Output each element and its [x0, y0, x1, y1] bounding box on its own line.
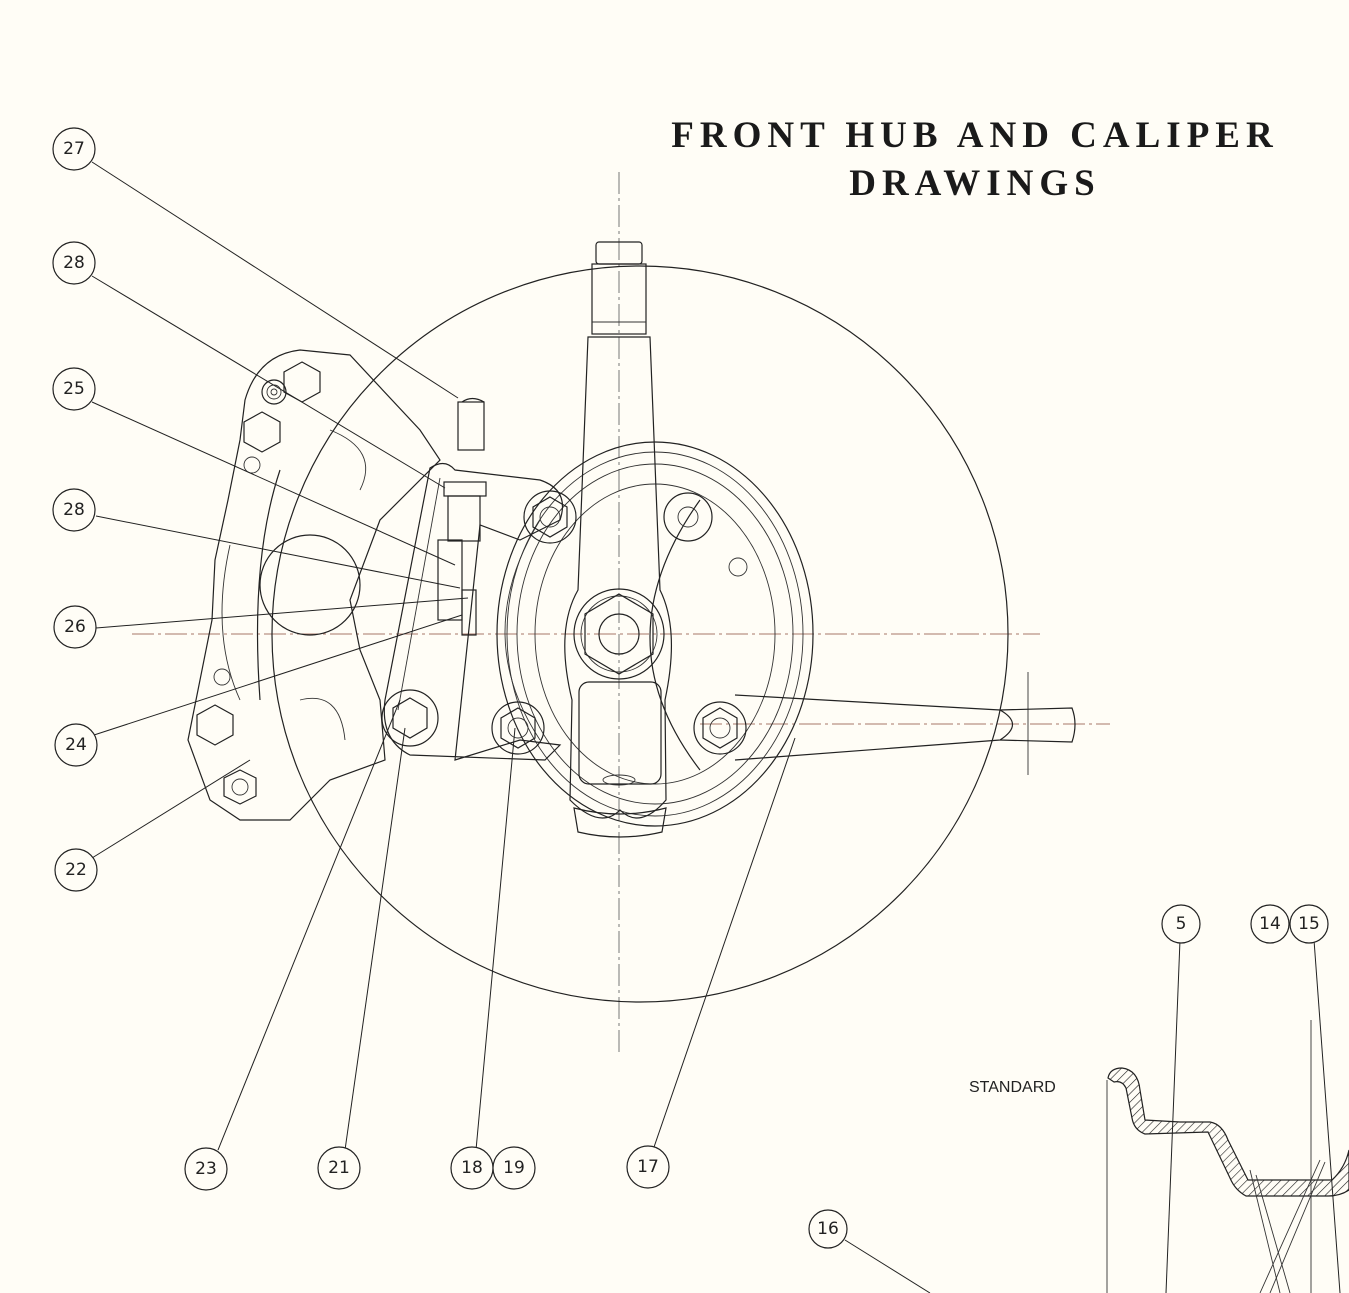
- callout-5: 5: [1161, 904, 1201, 944]
- svg-text:5: 5: [1176, 914, 1187, 934]
- caliper-body: [187, 349, 441, 821]
- svg-text:28: 28: [63, 253, 85, 273]
- svg-text:19: 19: [503, 1158, 525, 1178]
- callout-28: 28: [52, 241, 96, 285]
- callout-23: 23: [184, 1147, 228, 1191]
- svg-text:27: 27: [63, 139, 85, 159]
- callout-19: 19: [492, 1146, 536, 1190]
- title-line-1: FRONT HUB AND CALIPER: [671, 115, 1279, 156]
- svg-text:14: 14: [1259, 914, 1281, 934]
- svg-text:16: 16: [817, 1219, 839, 1239]
- svg-text:18: 18: [461, 1158, 483, 1178]
- svg-text:22: 22: [65, 860, 87, 880]
- brake-disc: [271, 265, 1009, 1003]
- svg-text:17: 17: [637, 1157, 659, 1177]
- callout-14: 14: [1250, 904, 1290, 944]
- callout-28-lower: 28: [52, 488, 96, 532]
- svg-text:25: 25: [63, 379, 85, 399]
- title-line-2: DRAWINGS: [849, 163, 1101, 204]
- hub-nuts: [491, 490, 747, 755]
- callout-18: 18: [450, 1146, 494, 1190]
- svg-text:24: 24: [65, 735, 87, 755]
- svg-text:21: 21: [328, 1158, 350, 1178]
- callout-26: 26: [53, 605, 97, 649]
- stub-axle: [564, 241, 673, 838]
- section-label-standard: STANDARD: [969, 1079, 1056, 1096]
- callout-17: 17: [626, 1145, 670, 1189]
- leader-lines: [91, 161, 1341, 1293]
- bleed-screw: [437, 397, 487, 636]
- svg-text:26: 26: [64, 617, 86, 637]
- callout-22: 22: [54, 848, 98, 892]
- rim-section: [1106, 1020, 1349, 1293]
- callout-27: 27: [52, 127, 96, 171]
- callout-21: 21: [317, 1146, 361, 1190]
- svg-text:23: 23: [195, 1159, 217, 1179]
- steering-arm: [734, 694, 1076, 761]
- svg-text:28: 28: [63, 500, 85, 520]
- page-title: FRONT HUB AND CALIPER DRAWINGS: [600, 112, 1349, 208]
- callout-25: 25: [52, 367, 96, 411]
- svg-text:15: 15: [1298, 914, 1320, 934]
- callout-16: 16: [808, 1209, 848, 1249]
- callout-24: 24: [54, 723, 98, 767]
- callout-15: 15: [1289, 904, 1329, 944]
